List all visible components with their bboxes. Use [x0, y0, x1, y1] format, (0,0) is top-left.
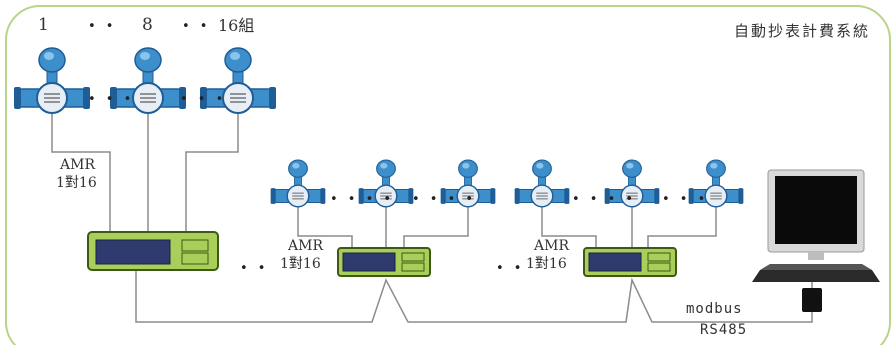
water-meter-icon	[604, 159, 660, 208]
ellipsis-dots: • • • •	[572, 192, 637, 207]
water-meter-icon	[688, 159, 744, 208]
amr-box-right	[583, 247, 677, 277]
bus-interface-label: RS485	[700, 322, 748, 338]
water-meter-icon	[358, 159, 414, 208]
amr-box-middle	[337, 247, 431, 277]
computer-icon	[752, 169, 880, 282]
wires	[51, 112, 813, 323]
water-meter-icon	[440, 159, 496, 208]
water-meter-icon	[14, 47, 90, 114]
amr-ratio-right: 1對16	[526, 256, 567, 272]
amr-ratio-top: 1對16	[56, 175, 97, 191]
ellipsis-dots: • •	[240, 261, 269, 276]
amr-label-right: AMR	[534, 238, 569, 254]
bus-protocol-label: modbus	[686, 301, 743, 317]
amr-label-top: AMR	[60, 157, 95, 173]
meter-index-last: 16組	[218, 16, 255, 35]
ellipsis-dots: • •	[496, 261, 525, 276]
ellipsis-dots: • • •	[180, 92, 227, 107]
amr-box-main	[87, 231, 219, 271]
water-meters	[14, 47, 744, 208]
water-meter-icon	[270, 159, 326, 208]
meter-index-first: 1	[38, 15, 49, 35]
water-meter-icon	[514, 159, 570, 208]
ellipsis-dots: • • •	[88, 92, 135, 107]
ellipsis-dots: • •	[182, 19, 211, 34]
ellipsis-dots: • •	[88, 19, 117, 34]
ellipsis-dots: • • • •	[412, 192, 477, 207]
ellipsis-dots: • • •	[662, 192, 709, 207]
water-meter-icon	[200, 47, 276, 114]
meter-index-middle: 8	[142, 15, 153, 35]
ellipsis-dots: • • • •	[330, 192, 395, 207]
amr-ratio-middle: 1對16	[280, 256, 321, 272]
water-meter-icon	[110, 47, 186, 114]
amr-label-middle: AMR	[288, 238, 323, 254]
outer-frame	[5, 5, 891, 349]
system-title: 自動抄表計費系統	[733, 22, 870, 40]
rs485-converter-icon	[802, 288, 822, 312]
